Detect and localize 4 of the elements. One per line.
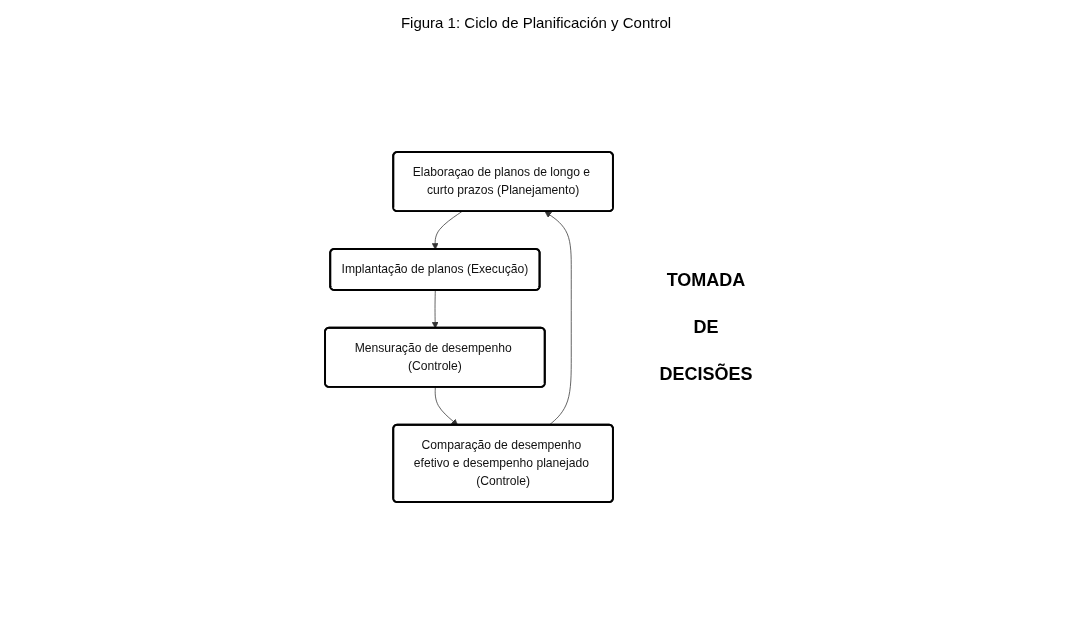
center-label: TOMADA <box>666 269 746 291</box>
center-label: DECISÕES <box>659 363 753 385</box>
center-label: DE <box>693 316 719 338</box>
figure-title: Figura 1: Ciclo de Planificación y Control <box>400 14 672 31</box>
